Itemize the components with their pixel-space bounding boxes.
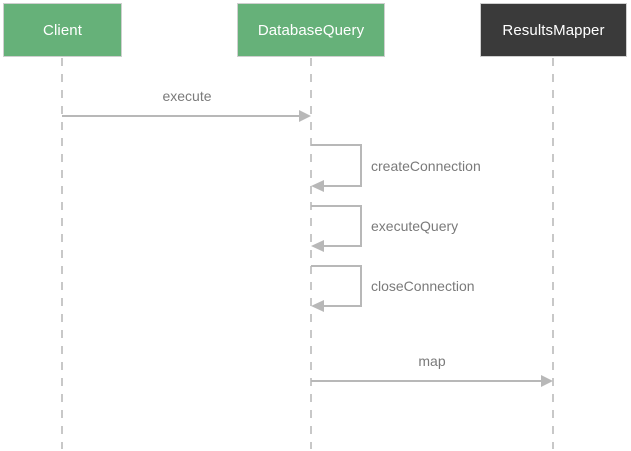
message-execute-query-arrowhead: [311, 240, 324, 252]
message-execute-label: execute: [162, 88, 212, 104]
lifelines: [61, 58, 554, 449]
participant-database-query[interactable]: DatabaseQuery: [237, 3, 385, 57]
message-execute-query[interactable]: [311, 205, 362, 252]
message-map[interactable]: [311, 375, 553, 387]
message-close-connection-line: [311, 265, 362, 307]
message-create-connection-arrowhead: [311, 180, 324, 192]
participant-client[interactable]: Client: [3, 3, 122, 57]
message-create-connection-line: [311, 144, 362, 187]
message-execute[interactable]: [62, 110, 311, 122]
participant-database-query-label: DatabaseQuery: [257, 21, 365, 39]
message-execute-arrowhead: [299, 110, 311, 122]
participant-client-label: Client: [43, 21, 82, 39]
message-create-connection-label: createConnection: [371, 158, 481, 174]
message-map-arrowhead: [541, 375, 553, 387]
message-close-connection-arrowhead: [311, 300, 324, 312]
message-execute-query-line: [311, 205, 362, 247]
participant-results-mapper-label: ResultsMapper: [502, 21, 605, 39]
message-close-connection[interactable]: [311, 265, 362, 312]
participant-results-mapper[interactable]: ResultsMapper: [480, 3, 627, 57]
message-map-label: map: [418, 353, 446, 369]
message-close-connection-label: closeConnection: [371, 278, 475, 294]
message-create-connection[interactable]: [311, 144, 362, 192]
message-execute-query-label: executeQuery: [371, 218, 459, 234]
